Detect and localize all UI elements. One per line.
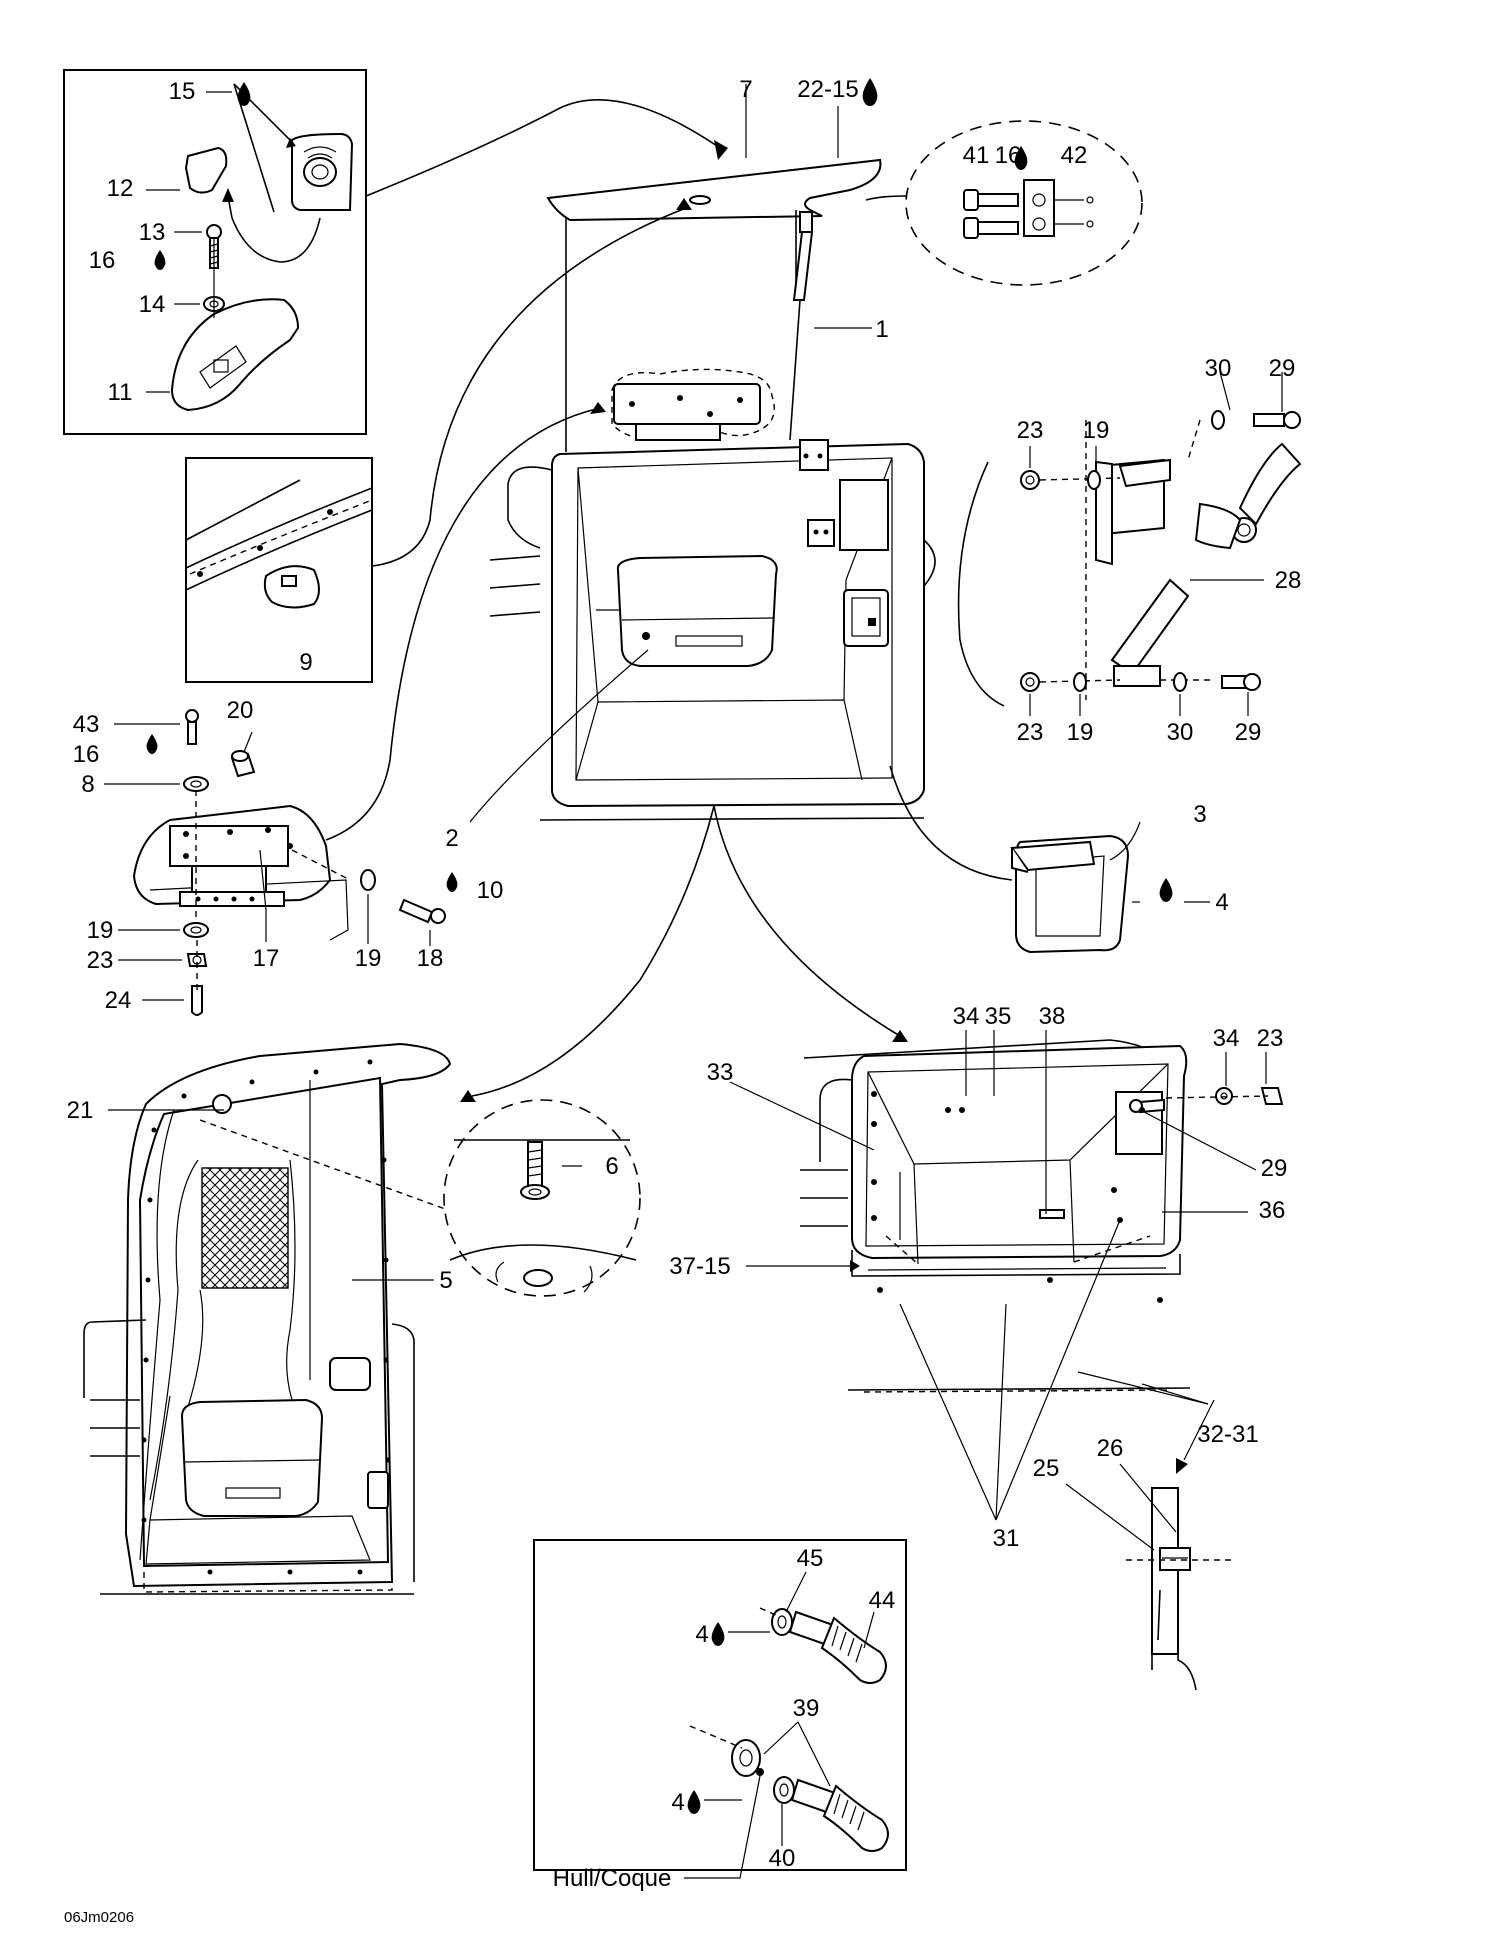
callout: 7 [739, 76, 752, 103]
sealant-drop-icon [687, 1790, 701, 1814]
sealant-drop-icon [711, 1622, 725, 1646]
sealant-drop-icon [146, 734, 158, 754]
callout: 16 [73, 741, 100, 768]
vent-part [1010, 834, 1130, 954]
callout: 4 [671, 1789, 684, 1816]
screw-detail [443, 1099, 641, 1297]
callout-labels: 15 7 22-15 41 16 42 12 13 16 14 11 1 30 … [64, 76, 1301, 1926]
callout: 25 [1033, 1455, 1060, 1482]
callout: 6 [605, 1153, 618, 1180]
callout: 9 [299, 649, 312, 676]
callout: 11 [108, 379, 133, 406]
callout: 35 [985, 1003, 1012, 1030]
callout: 1 [875, 316, 888, 343]
callout: 18 [417, 945, 444, 972]
callout: 30 [1167, 719, 1194, 746]
callout: 43 [73, 711, 100, 738]
main-compartment [489, 158, 936, 821]
diagram-code: 06Jm0206 [64, 1909, 134, 1926]
sealant-drop-icon [446, 872, 458, 892]
callout: 41 [963, 142, 990, 169]
handle-inset [185, 479, 373, 609]
rear-compartment [800, 1039, 1284, 1393]
callout: 32-31 [1197, 1421, 1258, 1448]
callout: 34 [953, 1003, 980, 1030]
callout: 23 [87, 947, 114, 974]
latch-inset [170, 83, 354, 412]
callout: 37-15 [669, 1253, 730, 1280]
callout: 19 [1083, 417, 1110, 444]
callout: 34 [1213, 1025, 1240, 1052]
fitting-inset [689, 1607, 889, 1852]
callout: 39 [793, 1695, 820, 1722]
callout: 2 [445, 825, 458, 852]
callout: 17 [253, 945, 280, 972]
sealant-drop-icon [237, 82, 251, 106]
callout: 23 [1017, 417, 1044, 444]
callout: 12 [107, 175, 134, 202]
sealant-drop-icon [154, 250, 166, 270]
callout: 33 [707, 1059, 734, 1086]
callout: 15 [169, 78, 196, 105]
callout: 29 [1261, 1155, 1288, 1182]
bracket-assembly [957, 410, 1302, 707]
callout: 29 [1269, 355, 1296, 382]
callout: 36 [1259, 1197, 1286, 1224]
callout: 42 [1061, 142, 1088, 169]
hull-label: Hull/Coque [553, 1865, 672, 1892]
callout: 10 [477, 877, 504, 904]
callout: 8 [81, 771, 94, 798]
callout: 20 [227, 697, 254, 724]
callout: 19 [355, 945, 382, 972]
callout: 23 [1017, 719, 1044, 746]
callout: 4 [695, 1621, 708, 1648]
sealant-drop-icon [862, 78, 878, 106]
callout: 29 [1235, 719, 1262, 746]
callout: 19 [1067, 719, 1094, 746]
callout: 16 [995, 142, 1022, 169]
side-compartment [83, 1042, 452, 1595]
callout: 14 [139, 291, 166, 318]
sealant-drop-icons [146, 78, 1173, 1814]
callout: 28 [1275, 567, 1302, 594]
handle-inset-frame [185, 457, 373, 683]
callout: 31 [993, 1525, 1020, 1552]
section-detail [1126, 1487, 1232, 1691]
latch-inset-frame [63, 69, 367, 435]
hinge-subassembly [132, 709, 446, 1016]
callout: 24 [105, 987, 132, 1014]
hinge-bolt-detail [905, 120, 1143, 286]
callout: 21 [67, 1097, 94, 1124]
callout: 26 [1097, 1435, 1124, 1462]
callout: 19 [87, 917, 114, 944]
sealant-drop-icon [1159, 878, 1173, 902]
callout: 40 [769, 1845, 796, 1872]
callout: 13 [139, 219, 166, 246]
callout: 16 [89, 247, 116, 274]
fitting-inset-frame [533, 1539, 907, 1871]
callout: 22-15 [797, 76, 858, 103]
callout: 38 [1039, 1003, 1066, 1030]
callout: 44 [869, 1587, 896, 1614]
callout: 30 [1205, 355, 1232, 382]
callout: 4 [1215, 889, 1228, 916]
sealant-drop-icon [1014, 146, 1028, 170]
connector-lines [104, 84, 1283, 1879]
callout: 5 [439, 1267, 452, 1294]
callout: 3 [1193, 801, 1206, 828]
callout: 45 [797, 1545, 824, 1572]
callout: 23 [1257, 1025, 1284, 1052]
